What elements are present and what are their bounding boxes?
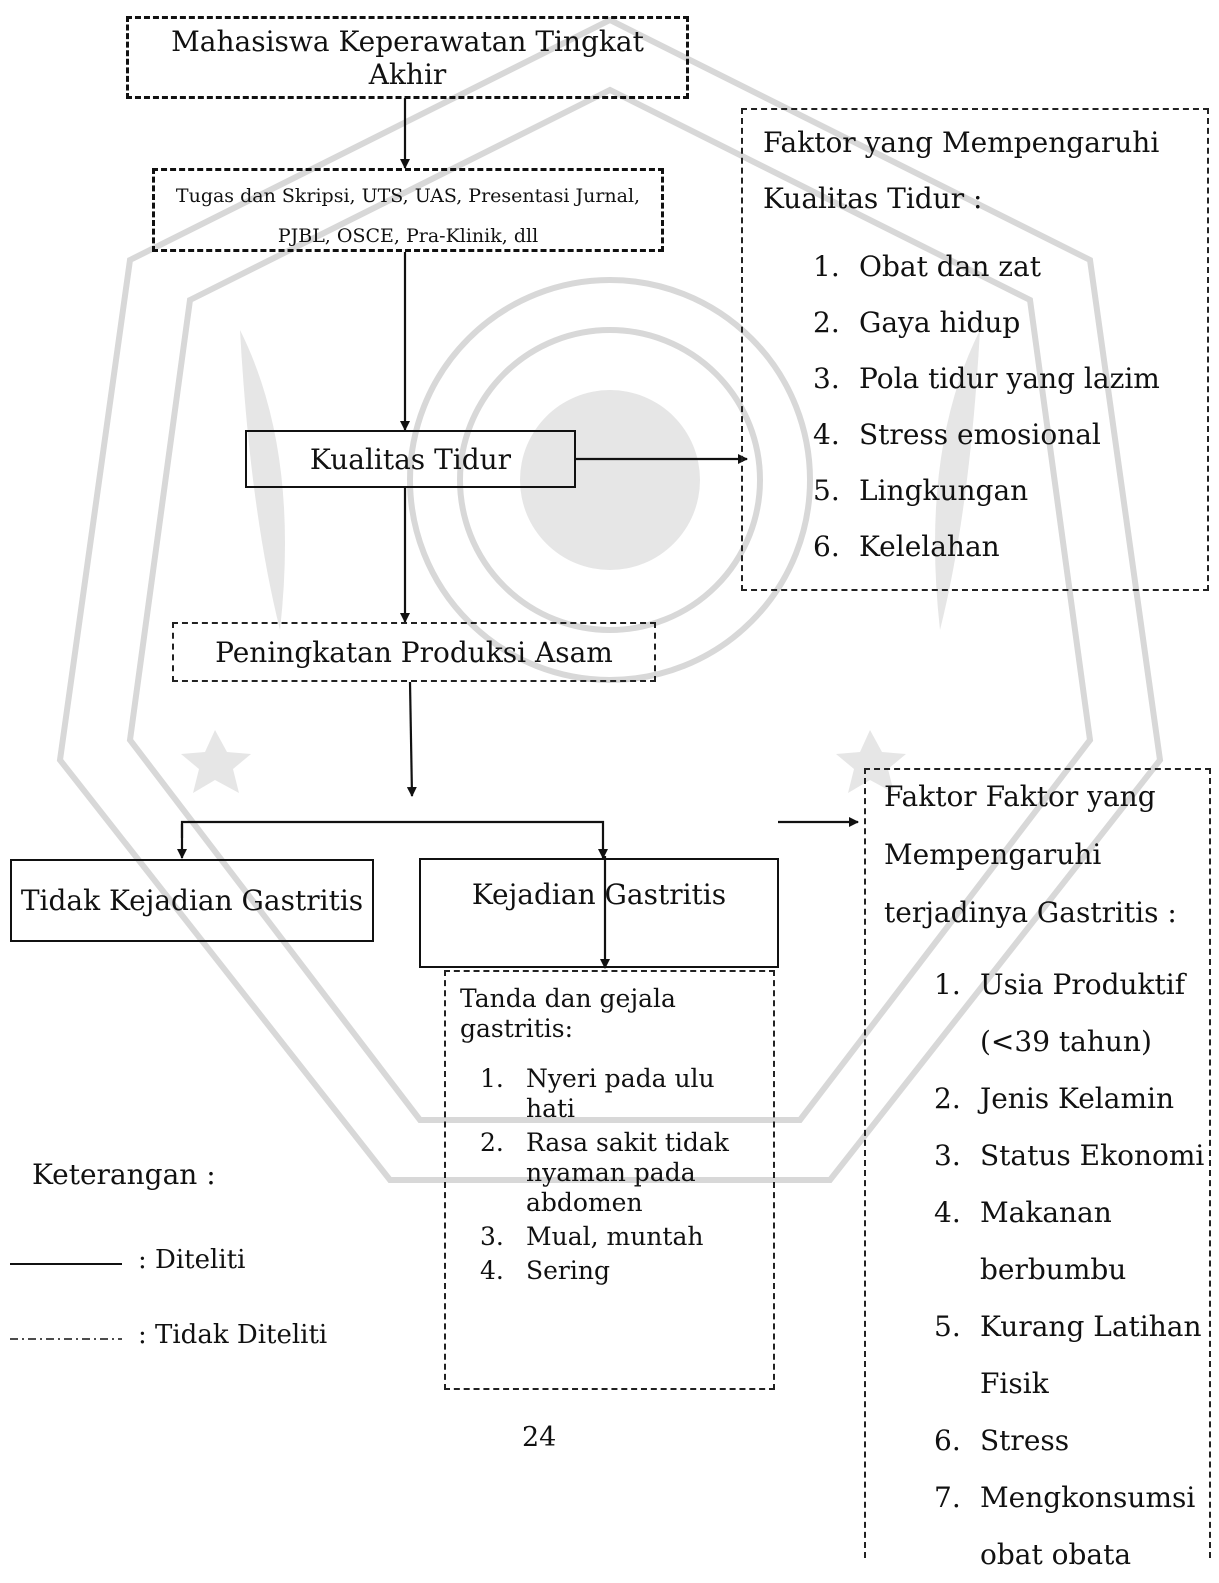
list-number: 4. — [934, 1196, 961, 1229]
tanda-item-line: Nyeri pada ulu — [526, 1064, 715, 1093]
faktor-tidur-item: 5. Lingkungan — [813, 463, 1207, 519]
list-number: 2. — [934, 1082, 961, 1115]
faktor-gastritis-item: 1. Usia Produktif (<39 tahun) — [934, 956, 1209, 1070]
faktor-gastritis-item-line2: Fisik — [980, 1367, 1049, 1400]
legend: Keterangan : — [32, 1158, 392, 1358]
list-number: 6. — [813, 530, 840, 563]
faktor-tidur-item-text: Stress emosional — [859, 418, 1101, 451]
faktor-tidur-item-text: Pola tidur yang lazim — [859, 362, 1160, 395]
node-kualitas-tidur: Kualitas Tidur — [245, 430, 576, 488]
faktor-gastritis-item-line1: Jenis Kelamin — [980, 1082, 1174, 1115]
tanda-item-line: Rasa sakit tidak — [526, 1128, 729, 1157]
legend-diteliti: : Diteliti — [138, 1245, 246, 1275]
faktor-gastritis-title-1: Faktor Faktor yang — [884, 780, 1156, 813]
box-tanda-gejala: Tanda dan gejala gastritis: 1. Nyeri pada… — [444, 970, 775, 1390]
faktor-gastritis-list: 1. Usia Produktif (<39 tahun) 2. Jenis Kelam… — [934, 956, 1209, 1583]
faktor-gastritis-item: 2. Jenis Kelamin — [934, 1070, 1209, 1127]
faktor-gastritis-item-line1: Kurang Latihan — [980, 1310, 1202, 1343]
list-number: 3. — [480, 1222, 504, 1251]
list-number: 7. — [934, 1481, 961, 1514]
tanda-item: 4. Sering — [480, 1256, 773, 1286]
faktor-tidur-item: 6. Kelelahan — [813, 519, 1207, 575]
faktor-gastritis-item: 3. Status Ekonomi — [934, 1127, 1209, 1184]
list-number: 1. — [813, 250, 840, 283]
faktor-gastritis-item-line1: Usia Produktif — [980, 968, 1186, 1001]
node-peningkatan-produksi-asam: Peningkatan Produksi Asam — [172, 622, 656, 682]
node-mahasiswa: Mahasiswa Keperawatan Tingkat Akhir — [126, 16, 689, 99]
faktor-gastritis-item-line1: Mengkonsumsi — [980, 1481, 1196, 1514]
tanda-item-line: nyaman pada — [526, 1158, 696, 1187]
tanda-title-2: gastritis: — [460, 1014, 574, 1043]
list-number: 4. — [813, 418, 840, 451]
tanda-item-line: abdomen — [526, 1188, 643, 1217]
faktor-tidur-item: 1. Obat dan zat — [813, 239, 1207, 295]
node-tugas-line1: Tugas dan Skripsi, UTS, UAS, Presentasi … — [175, 185, 641, 207]
faktor-tidur-item: 2. Gaya hidup — [813, 295, 1207, 351]
node-tidak-kejadian-gastritis: Tidak Kejadian Gastritis — [10, 859, 374, 942]
box-faktor-kualitas-tidur: Faktor yang Mempengaruhi Kualitas Tidur … — [741, 108, 1209, 591]
faktor-gastritis-item: 4. Makanan berbumbu — [934, 1184, 1209, 1298]
node-kualitas-label: Kualitas Tidur — [309, 442, 512, 476]
list-number: 4. — [480, 1256, 504, 1285]
node-tugas-line2: PJBL, OSCE, Pra-Klinik, dll — [277, 225, 539, 247]
list-number: 5. — [813, 474, 840, 507]
faktor-tidur-list: 1. Obat dan zat 2. Gaya hidup 3. Pola tidur y… — [813, 239, 1207, 575]
faktor-tidur-title-2: Kualitas Tidur : — [763, 182, 983, 215]
list-number: 3. — [813, 362, 840, 395]
faktor-gastritis-item: 7. Mengkonsumsi obat obata — [934, 1469, 1209, 1583]
tanda-item-line: hati — [526, 1094, 576, 1123]
list-number: 6. — [934, 1424, 961, 1457]
box-faktor-gastritis: Faktor Faktor yang Mempengaruhi terjadin… — [864, 768, 1211, 1571]
faktor-tidur-item-text: Kelelahan — [859, 530, 1000, 563]
faktor-tidur-item: 4. Stress emosional — [813, 407, 1207, 463]
faktor-gastritis-title-2: Mempengaruhi — [884, 838, 1102, 871]
faktor-gastritis-item-line2: obat obata — [980, 1538, 1132, 1571]
faktor-gastritis-item: 6. Stress — [934, 1412, 1209, 1469]
legend-title: Keterangan : — [32, 1158, 216, 1191]
faktor-tidur-item-text: Obat dan zat — [859, 250, 1041, 283]
list-number: 1. — [480, 1064, 504, 1093]
list-number: 2. — [813, 306, 840, 339]
legend-tidak-diteliti: : Tidak Diteliti — [138, 1320, 328, 1350]
faktor-tidur-title-1: Faktor yang Mempengaruhi — [763, 126, 1160, 159]
page-number: 24 — [522, 1422, 557, 1453]
node-mahasiswa-label: Mahasiswa Keperawatan Tingkat Akhir — [171, 24, 644, 91]
tanda-item-line: Sering — [526, 1256, 610, 1285]
tanda-title-1: Tanda dan gejala — [460, 984, 676, 1013]
faktor-tidur-item-text: Lingkungan — [859, 474, 1029, 507]
faktor-gastritis-item-line2: berbumbu — [980, 1253, 1127, 1286]
node-tugas: Tugas dan Skripsi, UTS, UAS, Presentasi … — [152, 168, 664, 252]
list-number: 5. — [934, 1310, 961, 1343]
branch-line — [180, 820, 608, 859]
tanda-item-line: Mual, muntah — [526, 1222, 704, 1251]
faktor-tidur-item: 3. Pola tidur yang lazim — [813, 351, 1207, 407]
faktor-gastritis-item-line1: Makanan — [980, 1196, 1112, 1229]
list-number: 2. — [480, 1128, 504, 1157]
faktor-gastritis-item-line2: (<39 tahun) — [980, 1025, 1152, 1058]
tanda-item: 3. Mual, muntah — [480, 1222, 773, 1252]
arrow-peningkatan-to-branch — [406, 681, 417, 797]
node-kejadian-gastritis: Kejadian Gastritis — [419, 858, 779, 968]
node-peningkatan-label: Peningkatan Produksi Asam — [215, 635, 613, 669]
list-number: 1. — [934, 968, 961, 1001]
list-number: 3. — [934, 1139, 961, 1172]
faktor-gastritis-title-3: terjadinya Gastritis : — [884, 896, 1177, 929]
node-tidak-kejadian-label: Tidak Kejadian Gastritis — [20, 884, 364, 917]
faktor-gastritis-item-line1: Stress — [980, 1424, 1070, 1457]
faktor-gastritis-item-line1: Status Ekonomi — [980, 1139, 1205, 1172]
faktor-tidur-item-text: Gaya hidup — [859, 306, 1021, 339]
node-kejadian-label: Kejadian Gastritis — [471, 878, 727, 911]
